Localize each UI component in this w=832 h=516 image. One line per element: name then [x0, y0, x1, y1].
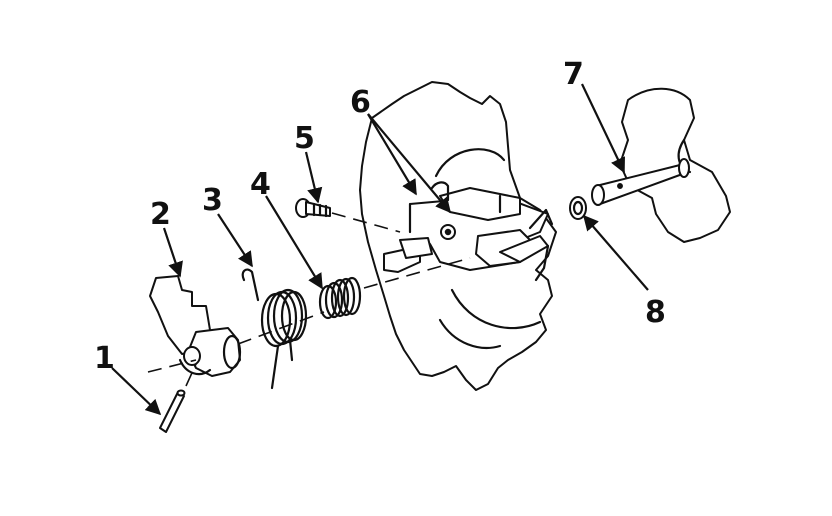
part-1-pin: [159, 389, 186, 433]
leader-6a: [367, 113, 417, 196]
leader-2: [162, 227, 183, 278]
part-6-latch-bracket: [383, 181, 554, 282]
callout-4: 4: [250, 167, 271, 202]
callout-7: 7: [563, 57, 584, 92]
spring-axis-line: [363, 257, 471, 289]
leader-1: [111, 367, 162, 416]
leader-7: [581, 83, 625, 174]
pin-axis-line-a: [147, 359, 197, 373]
part-3-torsion-spring: [241, 268, 308, 390]
leader-6b: [367, 113, 451, 214]
part-2-lever-plate: [149, 275, 242, 377]
screw-axis-line: [331, 212, 401, 233]
part-7-handle-key: [591, 87, 731, 243]
leader-5: [304, 151, 323, 204]
part-4-compression-spring: [318, 276, 362, 320]
callout-2: 2: [150, 197, 171, 232]
part-5-screw: [295, 198, 331, 218]
leader-4: [265, 195, 323, 290]
leader-8: [582, 214, 649, 291]
pin-axis-line-b: [185, 363, 197, 387]
leader-3: [217, 213, 253, 268]
callout-6: 6: [350, 85, 371, 120]
part-8-washer: [569, 196, 587, 220]
callout-8: 8: [645, 295, 666, 330]
callout-5: 5: [294, 121, 315, 156]
hub-axis-line: [237, 311, 325, 345]
callout-3: 3: [202, 183, 223, 218]
callout-1: 1: [94, 341, 115, 376]
